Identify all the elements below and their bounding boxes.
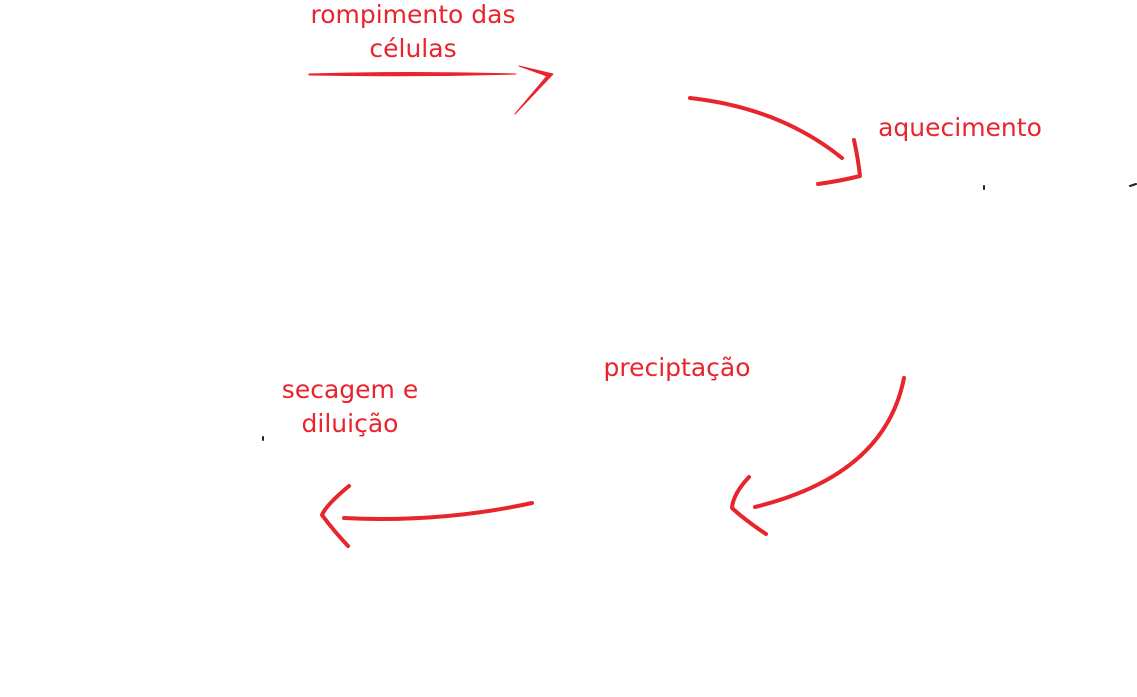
arrow-2 [688,96,862,186]
label-aquecimento: aquecimento [878,113,1042,142]
label-rompimento-celulas: rompimento das células [292,0,534,66]
label-line: rompimento das [310,0,516,29]
arrow-1 [308,65,554,115]
label-line: secagem e [281,375,419,404]
label-line: células [369,34,457,63]
label-secagem-diluicao: secagem e diluição [270,373,430,441]
arrow-4 [320,484,534,548]
label-line: diluição [301,409,399,438]
label-secagem-text: secagem e diluição [270,373,430,441]
arrow-3 [730,376,906,536]
stray-marks [262,183,1137,441]
label-precipitacao: preciptação [603,353,751,382]
label-rompimento-text: rompimento das células [292,0,534,66]
